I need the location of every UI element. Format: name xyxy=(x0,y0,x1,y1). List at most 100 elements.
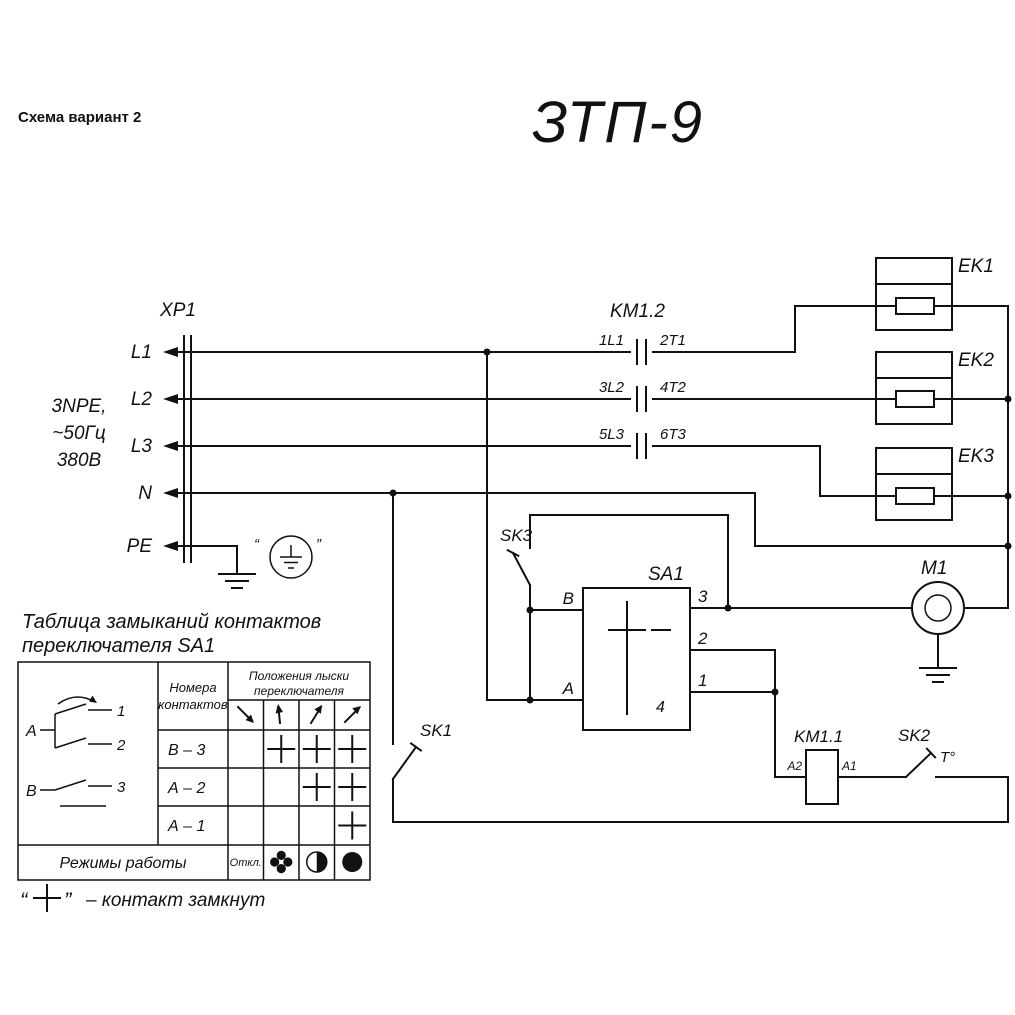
rotation-arrow-icon xyxy=(57,696,96,705)
sa1-out-3: 3 xyxy=(698,587,708,606)
sa1-body xyxy=(582,587,691,731)
motor-m1: M1 xyxy=(911,558,965,683)
table-title-2: переключателя SA1 xyxy=(22,635,215,657)
ek3-label: EK3 xyxy=(958,446,994,467)
heater-ek1: EK1 xyxy=(875,256,994,331)
sa1-input-b: В xyxy=(563,589,574,608)
supply-spec-3: 380В xyxy=(57,450,102,471)
col-contacts-2: контактов xyxy=(158,697,228,712)
diagram-pole-b: В xyxy=(26,783,37,800)
connector-xp1-label: XP1 xyxy=(159,300,196,321)
sa1-inner-icon xyxy=(608,601,671,715)
closed-contact-crosses xyxy=(267,735,367,840)
pe-ground xyxy=(190,545,256,589)
pos-3-arrow-icon xyxy=(343,706,361,724)
col-contacts-1: Номера xyxy=(169,680,216,695)
contact-sk3: SK3 xyxy=(500,526,533,587)
km12-term-1l1: 1L1 xyxy=(599,332,624,349)
heater-star-bus xyxy=(951,305,1009,609)
line-label-l3: L3 xyxy=(131,436,153,457)
sa1-inner-4: 4 xyxy=(656,699,665,716)
connector-bars xyxy=(183,335,192,563)
heater-element-icon xyxy=(895,297,935,315)
ground-icon xyxy=(218,573,256,589)
m1-label: M1 xyxy=(921,558,947,579)
fan-icon xyxy=(270,850,293,874)
note-text: – контакт замкнут xyxy=(85,890,265,911)
km12-term-2t1: 2T1 xyxy=(659,332,686,349)
pos-off-arrow-icon xyxy=(236,705,254,723)
supply-spec-2: ~50Гц xyxy=(52,423,106,444)
sa1-contact-table: Таблица замыканий контактов переключател… xyxy=(17,611,371,881)
sk2-temp-label: T° xyxy=(940,749,955,766)
col-positions-1: Положения лыски xyxy=(249,669,349,683)
km11-coil-body xyxy=(805,749,839,805)
sk3-blade-tick xyxy=(506,548,520,558)
col-positions-2: переключателя xyxy=(254,684,344,698)
km11-term-a1: A1 xyxy=(841,759,857,773)
neutral-wire xyxy=(190,492,1009,547)
table-row-b3: В – 3 xyxy=(168,742,205,759)
line-label-n: N xyxy=(138,483,152,504)
km11-label: KM1.1 xyxy=(794,727,843,746)
earth-circle xyxy=(269,535,313,579)
motor-ground-icon xyxy=(919,633,957,683)
sk2-blade-tick xyxy=(925,747,937,759)
line-label-l1: L1 xyxy=(131,342,152,363)
km12-contact-bars xyxy=(636,339,647,459)
contactor-km12: KM1.2 1L1 2T1 3L2 4T2 5L3 6T3 xyxy=(599,301,687,459)
connector-arrow-lines xyxy=(167,351,192,547)
ek1-label: EK1 xyxy=(958,256,994,277)
modes-label: Режимы работы xyxy=(59,855,186,872)
contact-sk1: SK1 xyxy=(391,721,452,781)
sk3-blade xyxy=(511,551,532,587)
sa1-input-a: А xyxy=(562,679,574,698)
sk1-label: SK1 xyxy=(420,721,452,740)
line-label-l2: L2 xyxy=(131,389,153,410)
heater-ek3: EK3 xyxy=(875,446,994,521)
sa1-out-1: 1 xyxy=(698,671,707,690)
line-label-pe: PE xyxy=(127,536,153,557)
km12-term-3l2: 3L2 xyxy=(599,379,625,396)
km12-term-6t3: 6T3 xyxy=(660,426,687,443)
ek2-label: EK2 xyxy=(958,350,994,371)
junction-dots xyxy=(389,348,1012,704)
diagram-pole-a: А xyxy=(25,723,37,740)
sk2-label: SK2 xyxy=(898,726,931,745)
sa1-contact-diagram: А В 1 2 3 xyxy=(25,695,126,807)
heater-element-icon xyxy=(895,487,935,505)
sa1-out-2: 2 xyxy=(697,629,708,648)
phase-wires xyxy=(190,305,877,497)
diagram-contact-2: 2 xyxy=(116,737,126,754)
mode-off-label: Откл. xyxy=(230,857,262,869)
connector-arrowheads xyxy=(163,347,178,551)
contact-sk2: SK2 T° xyxy=(898,726,955,779)
km12-term-5l3: 5L3 xyxy=(599,426,625,443)
note-quote-close: ” xyxy=(64,888,73,913)
diagram-contact-1: 1 xyxy=(117,703,125,720)
table-row-a1: А – 1 xyxy=(167,818,205,835)
sk2-blade xyxy=(904,751,933,779)
sa1-label: SA1 xyxy=(648,564,684,585)
km11-term-a2: A2 xyxy=(786,759,802,773)
sk1-blade-tick xyxy=(409,742,423,752)
earth-symbol: “ ” xyxy=(254,535,322,579)
full-power-icon xyxy=(342,852,363,872)
table-border xyxy=(17,661,371,881)
pos-2-arrow-icon xyxy=(309,705,323,725)
earth-icon xyxy=(280,545,302,569)
sk1-blade xyxy=(391,745,418,781)
motor-outer-circle xyxy=(911,581,965,635)
pe-wire xyxy=(190,545,238,575)
km12-label: KM1.2 xyxy=(610,301,665,322)
note-cross-icon xyxy=(33,884,61,912)
pos-1-arrow-icon xyxy=(275,704,283,725)
earth-quote-left: “ xyxy=(254,536,260,553)
table-row-a2: А – 2 xyxy=(167,780,205,797)
coil-km11: KM1.1 A2 A1 xyxy=(786,727,857,805)
table-title-1: Таблица замыканий контактов xyxy=(22,611,321,633)
half-power-icon xyxy=(306,851,328,873)
connector-xp1: XP1 L1 L2 L3 N PE 3NPE, ~50Гц 380В xyxy=(52,300,196,563)
